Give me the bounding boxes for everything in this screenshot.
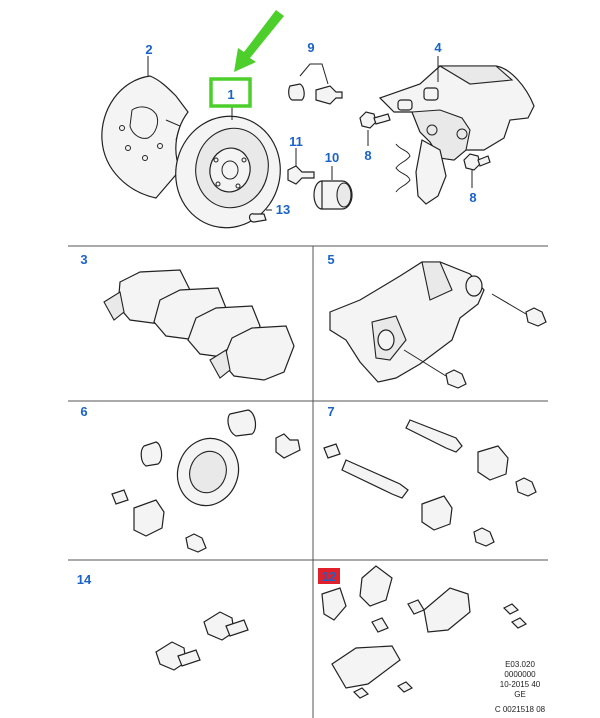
caliper-bolt-left — [359, 111, 391, 129]
bushing — [313, 180, 353, 210]
callout-6: 6 — [80, 404, 87, 419]
callout-8a: 8 — [364, 148, 371, 163]
ref-line-2: 0000000 — [504, 670, 536, 679]
caliper-carrier — [329, 261, 485, 383]
piston-seal-kit — [111, 409, 301, 553]
highlight-box-1 — [209, 77, 252, 108]
ref-line-5: C 0021518 08 — [495, 705, 546, 714]
retaining-clip — [248, 213, 267, 223]
callout-9: 9 — [307, 40, 314, 55]
callout-5: 5 — [327, 252, 334, 267]
callout-8b: 8 — [469, 190, 476, 205]
brake-caliper — [378, 65, 535, 205]
section-grid — [68, 245, 548, 718]
ref-line-3: 10-2015 40 — [500, 680, 541, 689]
dust-shield — [101, 75, 189, 199]
ref-line-1: E03.020 — [505, 660, 535, 669]
callout-11: 11 — [289, 134, 303, 149]
carrier-bolt-lower — [403, 349, 467, 389]
callout-2: 2 — [145, 42, 152, 57]
callout-7: 7 — [327, 404, 334, 419]
callout-14: 14 — [77, 572, 92, 587]
guide-pin-kit — [323, 419, 537, 547]
leader-9 — [299, 63, 329, 85]
ref-line-4: GE — [514, 690, 526, 699]
caliper-bolt-right — [463, 153, 491, 171]
bracket-kit — [321, 565, 528, 699]
callout-10: 10 — [325, 150, 339, 165]
callout-1: 1 — [227, 87, 234, 102]
brake-disc — [175, 115, 281, 229]
brake-pads — [103, 269, 295, 381]
carrier-bolt-upper — [491, 293, 547, 327]
callout-13: 13 — [276, 202, 290, 217]
bleed-screw — [288, 83, 343, 105]
callout-4: 4 — [434, 40, 442, 55]
guide-bolt-small — [287, 165, 315, 185]
highlight-arrow — [234, 10, 284, 72]
caliper-bolts-kit — [155, 611, 249, 671]
highlight-box-12 — [318, 568, 340, 584]
diagram-reference: E03.020 0000000 10-2015 40 GE C 0021518 … — [495, 660, 546, 714]
callout-12: 12 — [322, 569, 336, 584]
callout-3: 3 — [80, 252, 87, 267]
